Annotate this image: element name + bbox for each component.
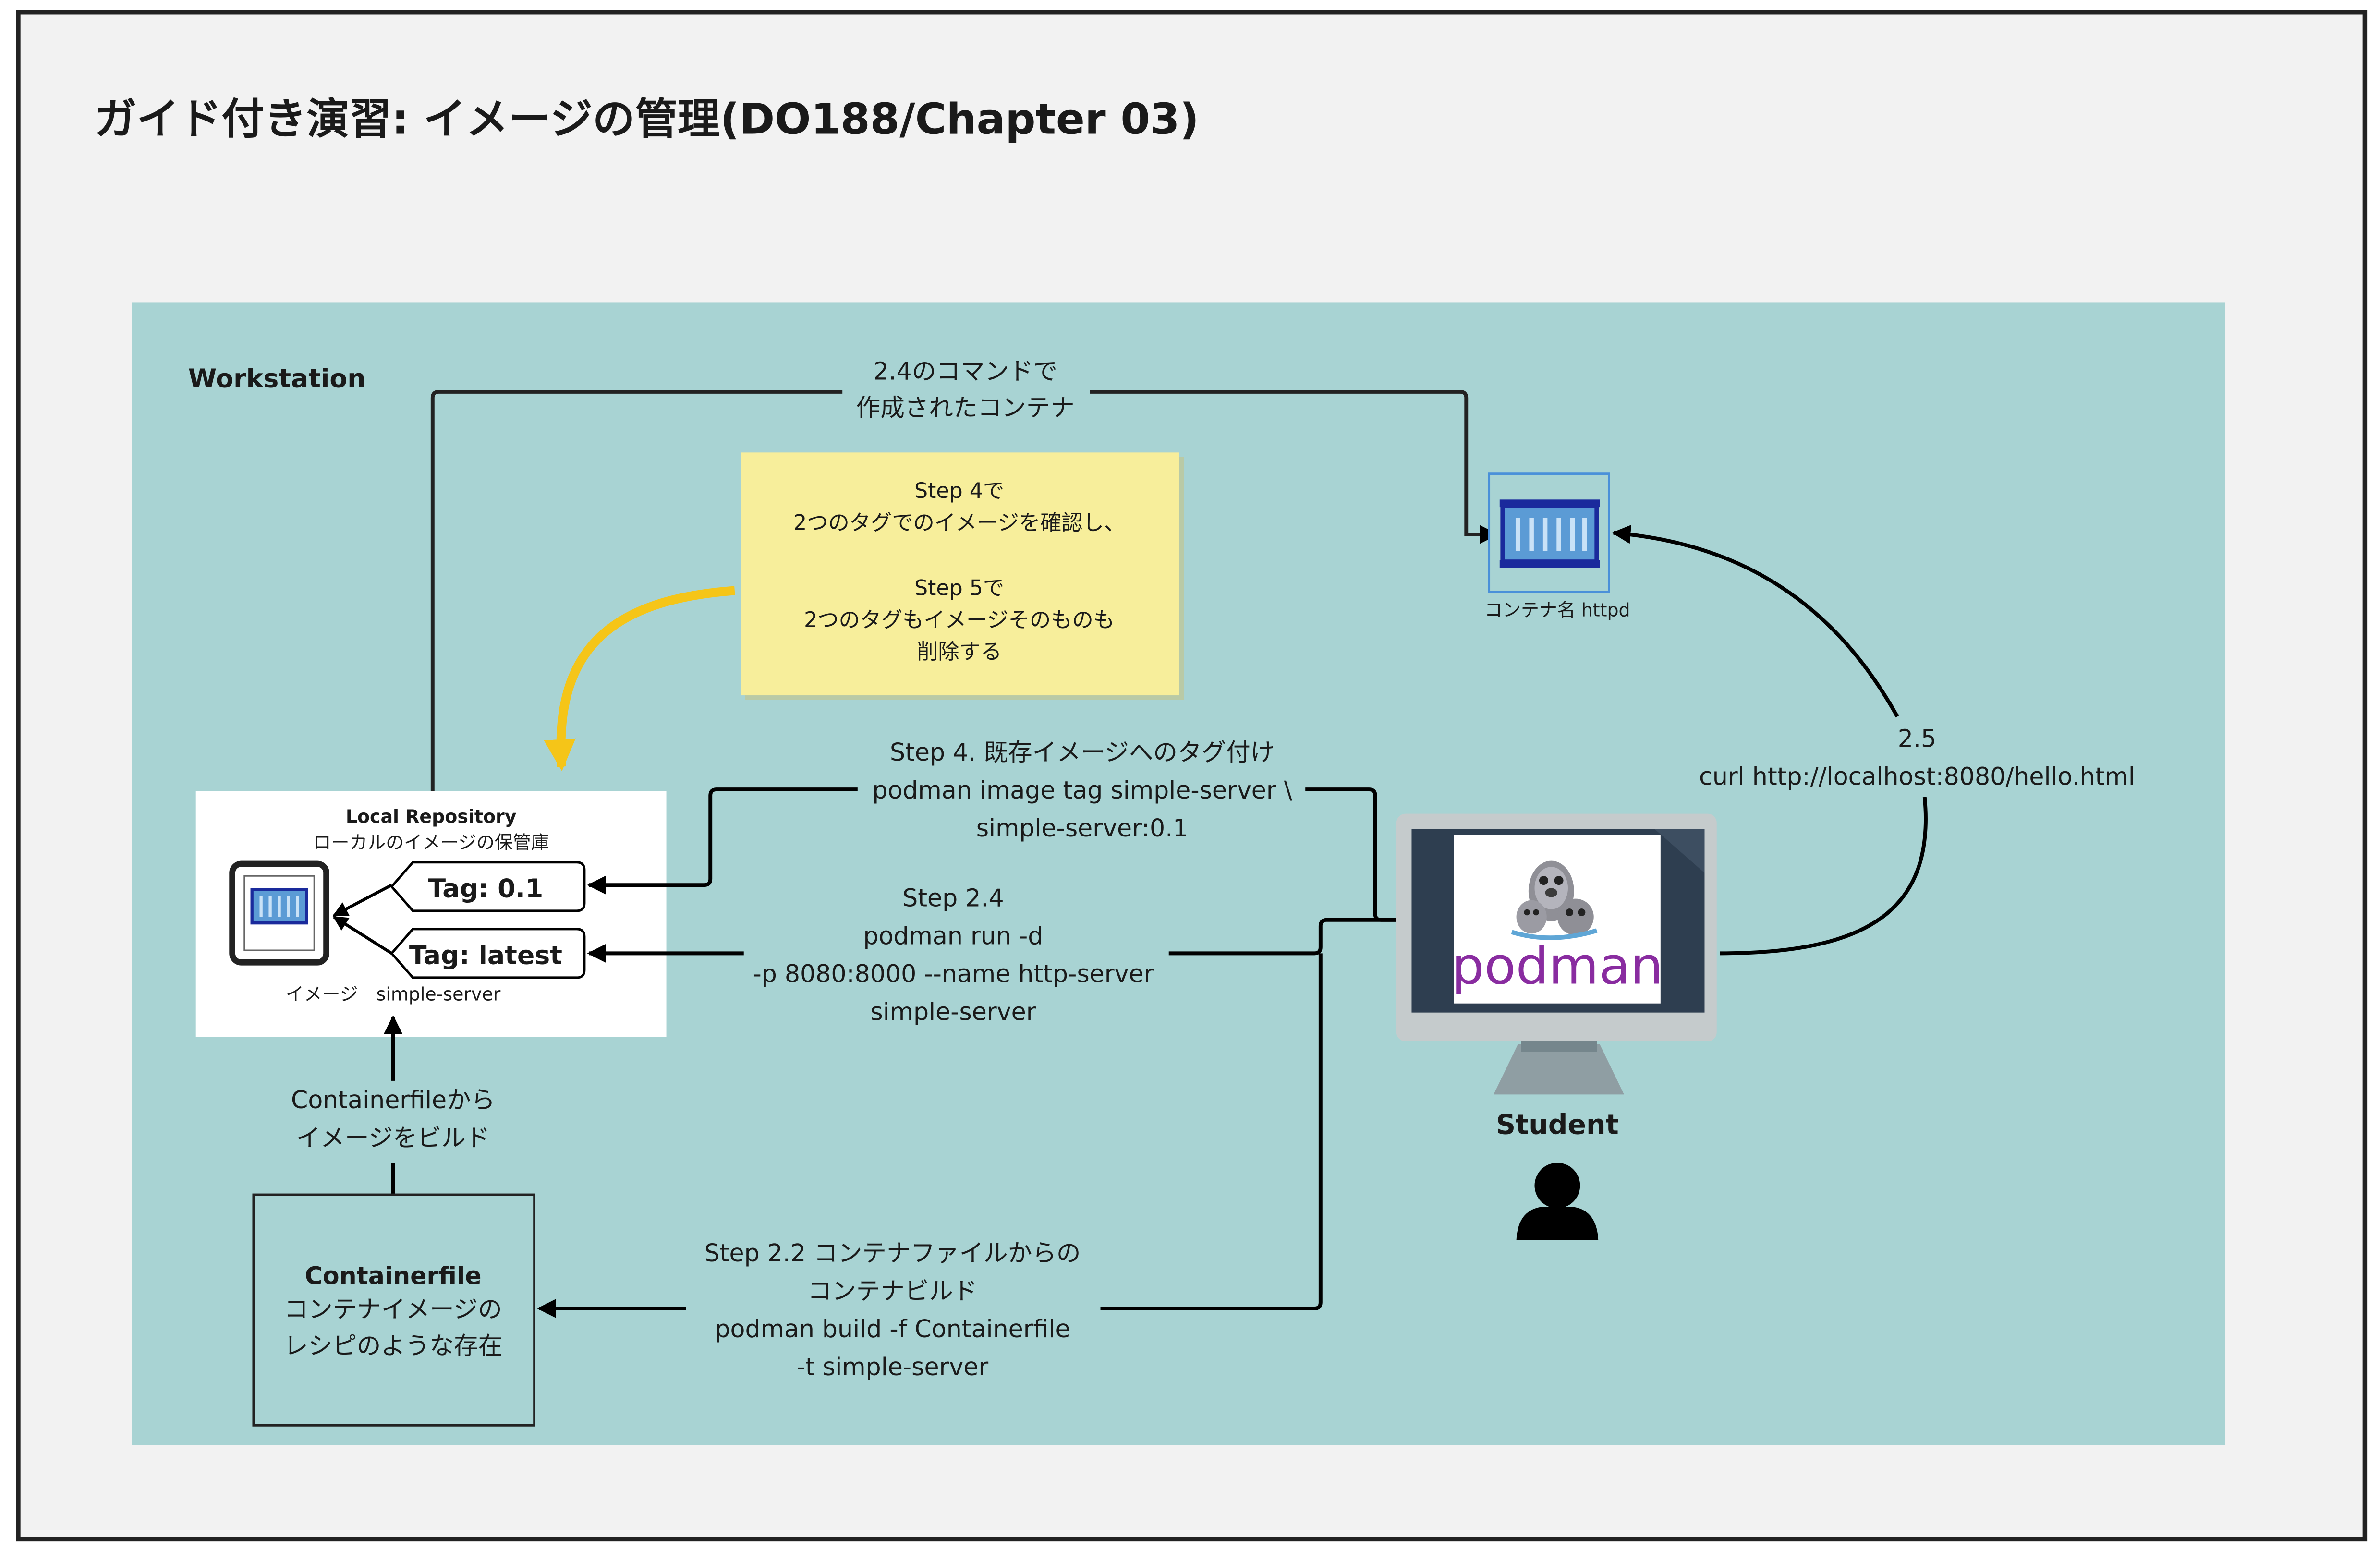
highlight-arrow <box>544 586 735 772</box>
step4-label-line: simple-server:0.1 <box>976 814 1189 842</box>
workstation-label: Workstation <box>188 363 366 393</box>
tag-pointer-line <box>332 915 393 955</box>
step4-label-line: podman image tag simple-server \ <box>872 776 1292 804</box>
containerfile-title: Containerfile <box>305 1261 482 1290</box>
connector-repo-to-container <box>430 389 1497 791</box>
tag-pointer-line <box>332 884 392 917</box>
step22-label-line: コンテナビルド <box>808 1277 978 1305</box>
step22-label-line: Step 2.2 コンテナファイルからの <box>704 1239 1081 1267</box>
container-httpd-label: コンテナ名 httpd <box>1484 600 1630 621</box>
step22-label-line: podman build -f Containerfile <box>715 1315 1070 1343</box>
student-label: Student <box>1496 1109 1619 1141</box>
local-repository: Local Repository ローカルのイメージの保管庫 Tag: 0.1 … <box>195 791 667 1037</box>
tag-label: Tag: latest <box>409 940 562 970</box>
sticky-note-line: Step 4で <box>914 479 1004 503</box>
step22-label-line: -t simple-server <box>797 1353 989 1381</box>
tag-label: Tag: 0.1 <box>428 873 544 903</box>
containerfile-box: Containerfile コンテナイメージの レシピのような存在 <box>252 1193 535 1427</box>
step24-label-line: podman run -d <box>863 921 1044 950</box>
step25-label-line: 2.5 <box>1898 725 1936 753</box>
repo-title: Local Repository <box>346 806 517 827</box>
containerfile-line: コンテナイメージの <box>284 1295 502 1323</box>
sticky-note-line: Step 5で <box>914 576 1004 600</box>
step24-label-line: Step 2.4 <box>902 884 1004 912</box>
sticky-note: Step 4で 2つのタグでのイメージを確認し、 Step 5で 2つのタグもイ… <box>741 452 1184 700</box>
connector-step22 <box>539 953 1323 1308</box>
step24-label-line: simple-server <box>870 997 1036 1026</box>
step25-label-line: curl http://localhost:8080/hello.html <box>1699 763 2135 791</box>
build-label-line: イメージをビルド <box>296 1124 490 1152</box>
container-httpd: コンテナ名 httpd <box>1484 472 1630 621</box>
sticky-note-line: 2つのタグもイメージそのものも <box>804 608 1115 632</box>
connector-step24 <box>589 918 1454 954</box>
repo-subtitle: ローカルのイメージの保管庫 <box>313 832 549 853</box>
connector-step25 <box>1611 525 1899 718</box>
sticky-note-line: 2つのタグでのイメージを確認し、 <box>793 511 1125 535</box>
monitor-icon: podman <box>1396 813 1717 1095</box>
shipping-container-icon <box>1499 499 1600 568</box>
connector-step25 <box>1720 797 1928 956</box>
image-caption: イメージ simple-server <box>286 983 501 1005</box>
container-image-icon <box>229 860 329 966</box>
sticky-note-line: 削除する <box>917 640 1002 664</box>
page-title: ガイド付き演習: イメージの管理(DO188/Chapter 03) <box>94 95 1199 144</box>
containerfile-line: レシピのような存在 <box>284 1332 502 1360</box>
podman-logo-text: podman <box>1452 936 1664 996</box>
step24-label-line: -p 8080:8000 --name http-server <box>753 959 1154 988</box>
step4-label-line: Step 4. 既存イメージへのタグ付け <box>890 738 1275 766</box>
connector-label-line: 2.4のコマンドで <box>873 357 1057 386</box>
user-icon <box>1516 1162 1599 1240</box>
connector-label-line: 作成されたコンテナ <box>856 393 1075 422</box>
build-label-line: Containerfileから <box>291 1086 495 1114</box>
podman-seal-icon <box>1511 860 1598 940</box>
